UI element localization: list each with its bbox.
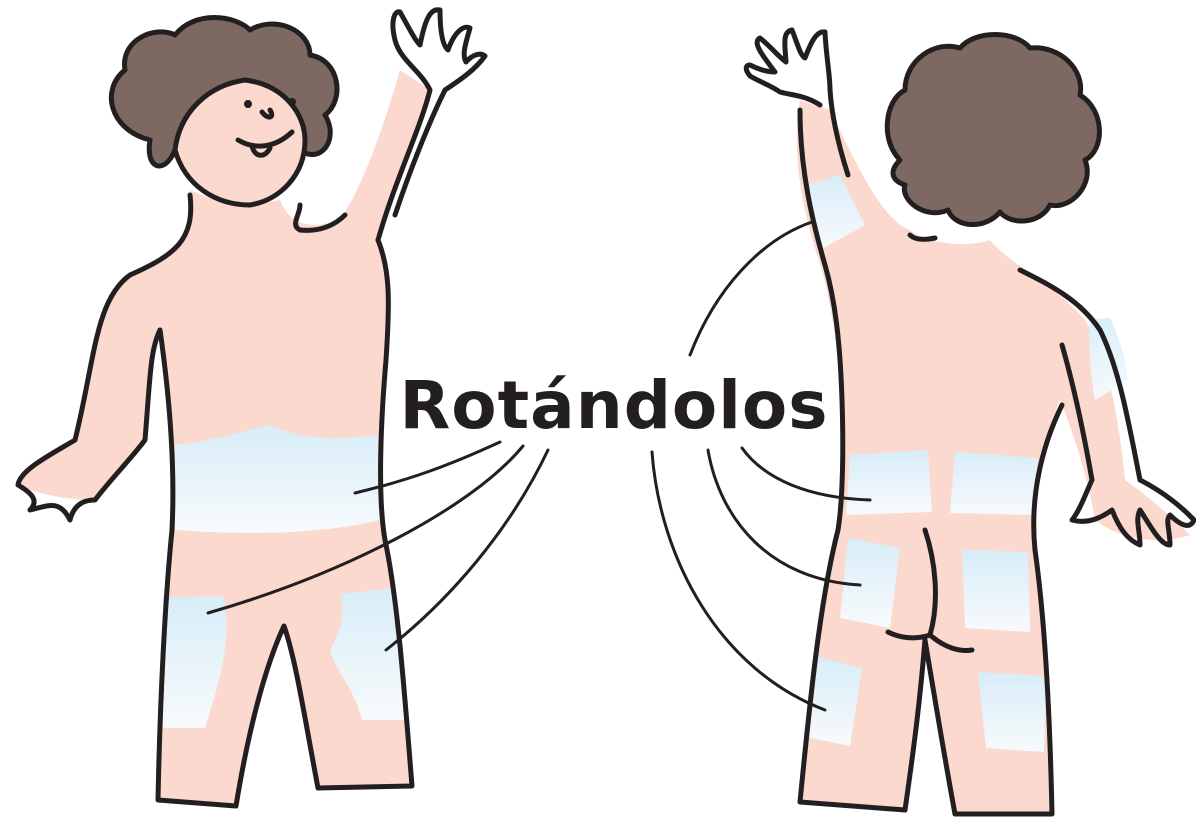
front-abdomen-site xyxy=(175,425,380,533)
back-hair xyxy=(887,35,1099,225)
leader-back-upper-arm xyxy=(690,222,812,355)
leader-back-thigh xyxy=(652,452,825,710)
back-buttock-right-site xyxy=(962,550,1030,632)
leader-front-right-thigh xyxy=(386,450,548,650)
caption-rotandolos: Rotándolos xyxy=(399,367,828,444)
back-lower-back-left-site xyxy=(846,450,932,515)
front-right-eye xyxy=(288,98,296,106)
back-thigh-right-site xyxy=(978,672,1046,752)
front-left-eye xyxy=(244,100,252,108)
back-lower-back-right-site xyxy=(950,452,1038,515)
